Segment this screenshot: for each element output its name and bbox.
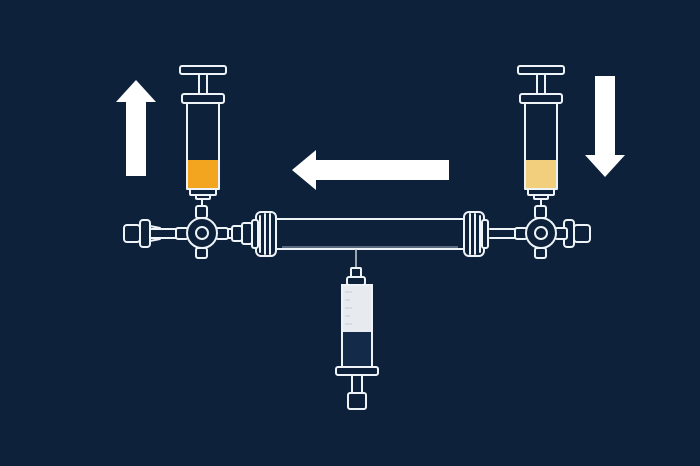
- right-syringe-plunger-rod: [536, 73, 546, 95]
- bottom-syringe-plunger-rod: [351, 374, 363, 394]
- right-syringe-plunger-thumb: [517, 65, 565, 75]
- bottom-syringe-graduations: [345, 291, 352, 325]
- left-syringe: [179, 65, 227, 200]
- bottom-syringe-plunger-thumb: [347, 392, 367, 410]
- right-syringe-fluid: [526, 160, 556, 188]
- left-syringe-fluid: [188, 160, 218, 188]
- right-syringe-flange: [519, 93, 563, 104]
- arrow-down-icon: [585, 76, 625, 177]
- arrow-up-icon: [116, 80, 156, 176]
- inline-fitting: [231, 222, 253, 245]
- left-end-connector: [123, 219, 161, 248]
- arrow-left-icon: [292, 150, 449, 190]
- left-syringe-plunger-thumb: [179, 65, 227, 75]
- right-stopcock-valve: [514, 197, 568, 259]
- right-syringe: [517, 65, 565, 200]
- filter-cartridge: [251, 211, 489, 257]
- left-syringe-plunger-rod: [198, 73, 208, 95]
- bottom-syringe-dark-fluid: [343, 332, 371, 366]
- left-syringe-flange: [181, 93, 225, 104]
- left-stopcock-valve: [175, 197, 229, 259]
- bottom-syringe-flange: [335, 366, 379, 376]
- bottom-syringe: [335, 249, 379, 410]
